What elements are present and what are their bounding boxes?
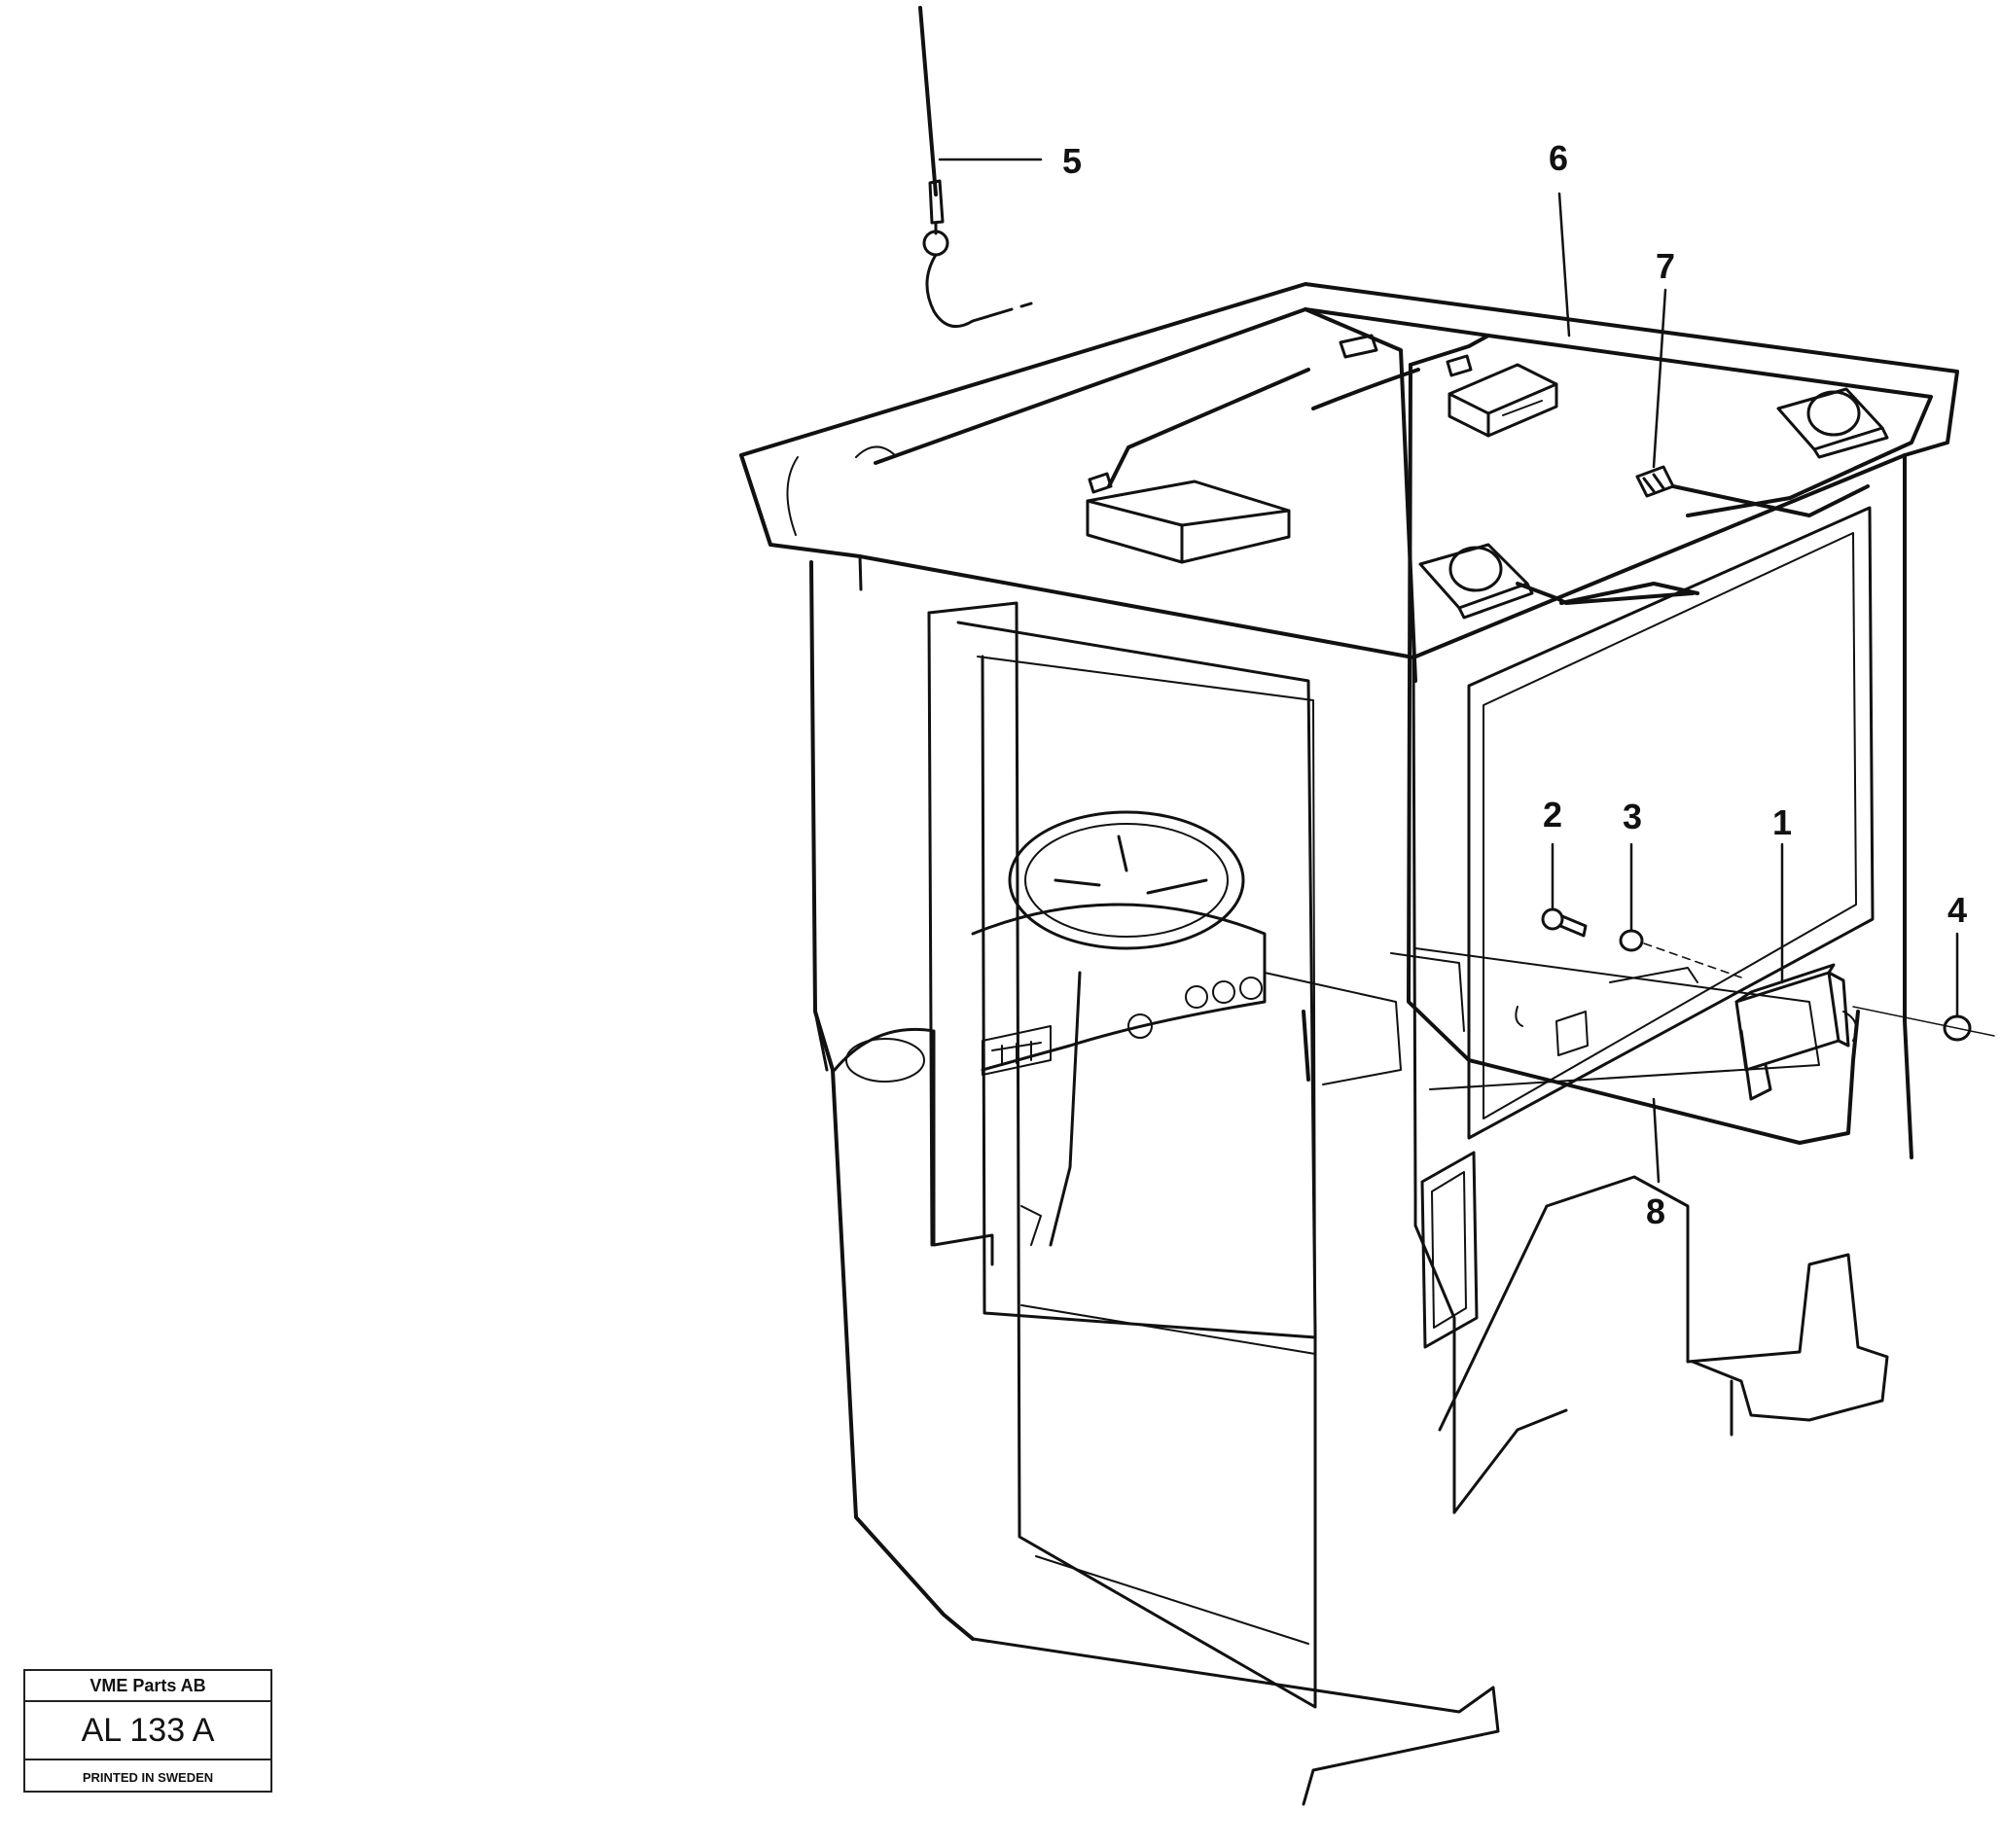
callout-6: 6 xyxy=(1549,138,1568,178)
callout-labels: 1 2 3 4 5 6 7 8 xyxy=(1062,138,1967,1231)
cab-door xyxy=(927,601,1317,1709)
printed-note: PRINTED IN SWEDEN xyxy=(82,1770,214,1785)
callout-4: 4 xyxy=(1947,890,1967,930)
connector-7 xyxy=(1635,465,1675,498)
radio-unit xyxy=(1447,363,1558,438)
antenna xyxy=(918,6,1033,329)
cab-body xyxy=(809,453,1913,1806)
screw-2 xyxy=(1541,907,1588,938)
rear-window xyxy=(1467,506,1875,1140)
voltage-converter xyxy=(1734,963,1858,1101)
callout-7: 7 xyxy=(1656,246,1675,286)
drawing-code: AL 133 A xyxy=(25,1702,270,1760)
control-box xyxy=(1086,480,1291,564)
title-block: VME Parts AB AL 133 A PRINTED IN SWEDEN xyxy=(23,1669,272,1793)
side-window xyxy=(1420,1151,1479,1349)
roof-plug xyxy=(1088,334,1473,494)
callout-8: 8 xyxy=(1646,1191,1665,1231)
cab-roof xyxy=(739,282,1959,683)
assembly-axis-right xyxy=(1852,1006,1995,1037)
wiring-harness xyxy=(874,307,1933,1145)
callout-1: 1 xyxy=(1772,802,1792,842)
callout-5: 5 xyxy=(1062,141,1082,181)
callout-2: 2 xyxy=(1543,795,1562,835)
assembly-axis xyxy=(1643,942,1742,978)
speaker-left xyxy=(1418,543,1534,620)
washer-3 xyxy=(1619,929,1644,952)
callout-3: 3 xyxy=(1623,797,1642,836)
speaker-right xyxy=(1776,387,1889,459)
leader-lines xyxy=(938,158,1959,1184)
dashboard xyxy=(833,810,1820,1266)
company-name: VME Parts AB xyxy=(25,1671,270,1702)
